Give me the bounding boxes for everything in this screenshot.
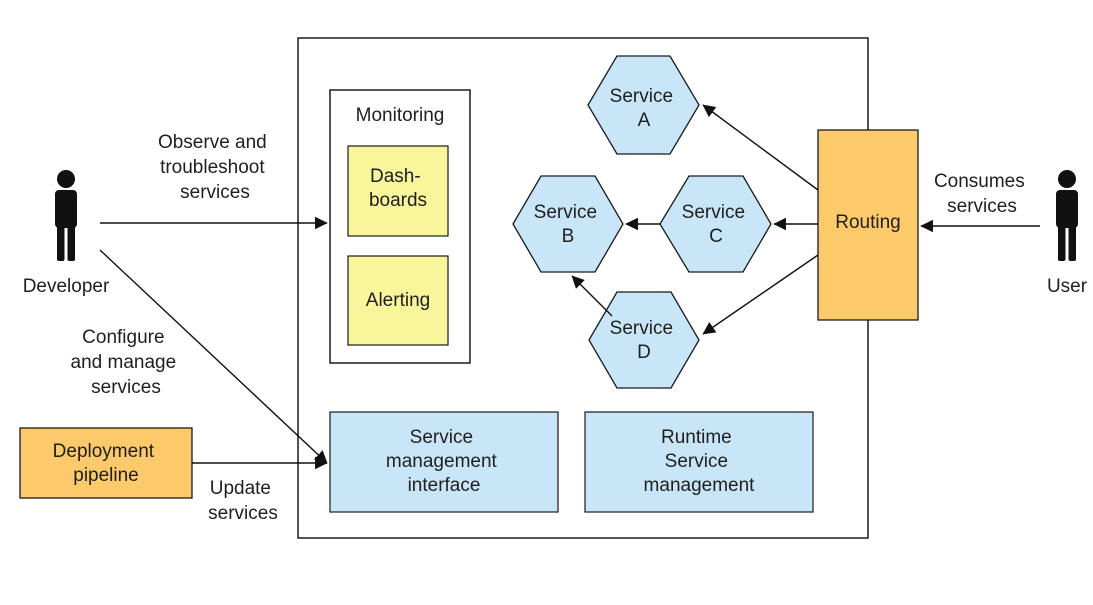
service-a: Service A (587, 55, 700, 155)
smi-label-1: Service (410, 427, 473, 448)
developer-person-icon (55, 170, 77, 261)
monitoring-title: Monitoring (356, 105, 445, 126)
arrow-routing-to-service-d (702, 254, 819, 335)
service-a-label-2: A (638, 110, 651, 131)
configure-label-2: and manage (71, 352, 177, 373)
dashboards-label-2: boards (369, 190, 427, 211)
routing-label: Routing (835, 212, 901, 233)
service-b: Service B (512, 175, 624, 273)
svg-text:Service D: Service D (610, 318, 679, 363)
arrow-developer-to-smi (99, 249, 328, 464)
deployment-pipeline-label-2: pipeline (73, 465, 139, 486)
svg-text:Service C: Service C (682, 202, 751, 247)
service-d: Service D (588, 291, 700, 389)
svg-text:Runtime Service ma: Runtime Service management (644, 427, 756, 496)
dashboards-box (347, 145, 449, 237)
monitoring-box: Monitoring Dash- boards Alerting (329, 89, 471, 364)
observe-label-1: Observe and (158, 132, 267, 153)
svg-text:Configure and manage s: Configure and manage services (71, 327, 182, 398)
developer-label: Developer (23, 276, 110, 297)
service-d-label-1: Service (610, 318, 673, 339)
alerting-box (347, 255, 449, 346)
consumes-label-1: Consumes (934, 171, 1025, 192)
svg-text:Observe and troubleshoot: Observe and troubleshoot services (158, 132, 272, 203)
service-b-label-2: B (562, 226, 575, 247)
user-person-icon (1056, 170, 1078, 261)
observe-label-2: troubleshoot (160, 157, 265, 178)
service-d-label-2: D (637, 342, 651, 363)
service-a-label-1: Service (610, 86, 673, 107)
service-management-interface-box: Service management interface (329, 411, 559, 513)
svg-text:Dash- boards: Dash- boards (369, 166, 427, 211)
service-c-label-2: C (709, 226, 723, 247)
configure-label-3: services (91, 377, 161, 398)
user-label: User (1047, 276, 1088, 297)
service-c: Service C (659, 175, 772, 273)
svg-text:Deployment pipeline: Deployment pipeline (53, 441, 160, 486)
alerting-label: Alerting (366, 290, 430, 311)
svg-text:Service B: Service B (534, 202, 603, 247)
rsm-label-2: Service (665, 451, 728, 472)
update-label-2: services (208, 503, 278, 524)
observe-label-3: services (180, 182, 250, 203)
svg-text:Consumes services: Consumes services (934, 171, 1030, 217)
deployment-pipeline-label-1: Deployment (53, 441, 155, 462)
configure-label-1: Configure (82, 327, 164, 348)
dashboards-label-1: Dash- (370, 166, 421, 187)
smi-label-2: management (386, 451, 498, 472)
smi-label-3: interface (408, 475, 481, 496)
update-label-1: Update (210, 478, 271, 499)
service-c-label-1: Service (682, 202, 745, 223)
runtime-service-management-box: Runtime Service management (584, 411, 814, 513)
svg-text:Service management: Service management interface (386, 427, 502, 496)
rsm-label-1: Runtime (661, 427, 732, 448)
consumes-label-2: services (947, 196, 1017, 217)
svg-text:Update services: Update services (208, 478, 278, 524)
deployment-pipeline-box: Deployment pipeline (19, 427, 193, 499)
arrow-routing-to-service-a (702, 104, 819, 191)
routing-box: Routing (817, 129, 919, 321)
svg-text:Service A: Service A (610, 86, 679, 131)
service-b-label-1: Service (534, 202, 597, 223)
rsm-label-3: management (644, 475, 756, 496)
arrow-service-d-to-service-b (571, 275, 613, 317)
